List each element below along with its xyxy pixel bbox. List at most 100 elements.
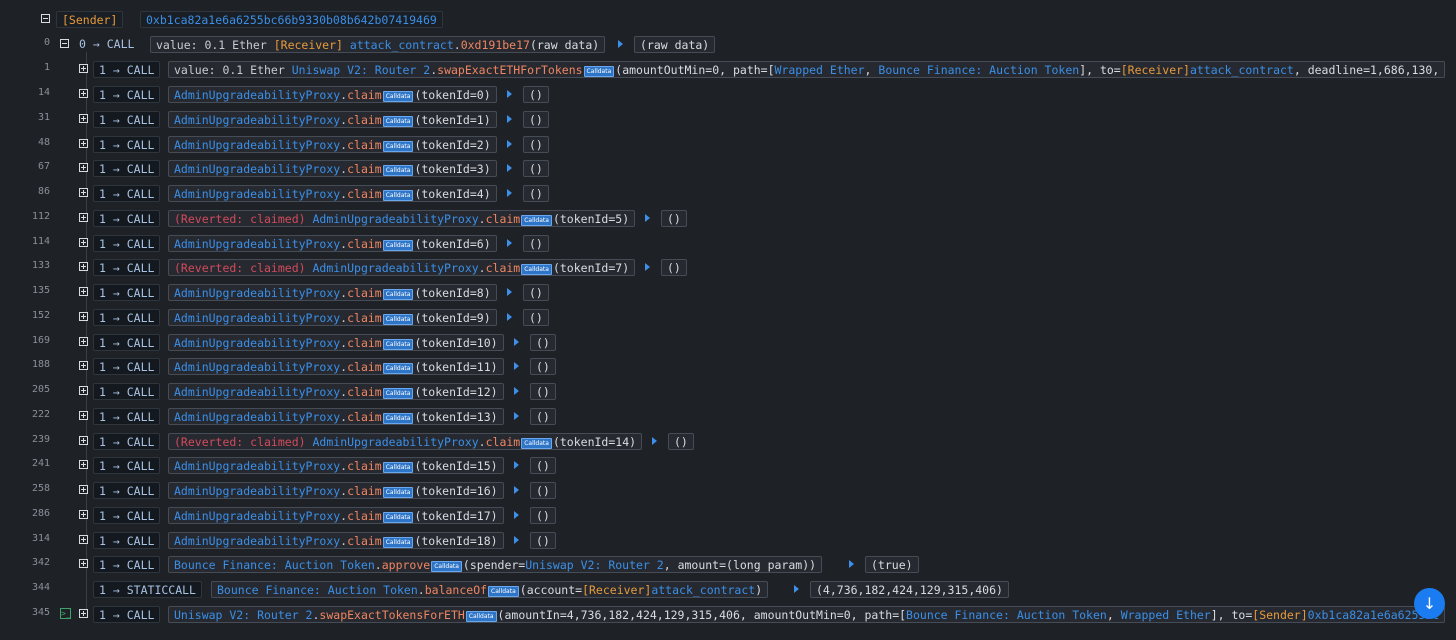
calldata-badge[interactable]: Calldata [382,165,414,176]
play-triangle-icon[interactable] [645,214,650,222]
calldata-badge[interactable]: Calldata [382,91,414,102]
calldata-badge[interactable]: Calldata [382,388,414,399]
calldata-badge[interactable]: Calldata [521,215,552,226]
plus-square-icon[interactable] [79,337,88,346]
play-triangle-icon[interactable] [514,412,519,420]
plus-square-icon[interactable] [79,163,88,172]
calldata-badge[interactable]: Calldata [382,512,414,523]
plus-square-icon[interactable] [79,411,88,420]
plus-square-icon[interactable] [79,460,88,469]
plus-square-icon[interactable] [79,559,88,568]
play-triangle-icon[interactable] [507,239,512,247]
play-triangle-icon[interactable] [507,140,512,148]
calldata-badge[interactable]: Calldata [521,264,552,275]
play-triangle-icon[interactable] [618,40,623,48]
sender-address[interactable]: 0xb1ca82a1e6a6255bc66b9330b08b642b074194… [140,11,443,28]
calldata-badge[interactable]: Calldata [382,413,414,424]
calldata-badge[interactable]: Calldata [488,586,519,597]
plus-square-icon[interactable] [79,213,88,222]
play-triangle-icon[interactable] [514,461,519,469]
call-detail[interactable]: value: 0.1 Ether Uniswap V2: Router 2.sw… [168,61,1446,78]
calldata-badge[interactable]: Calldata [382,289,414,300]
call-detail[interactable]: (Reverted: claimed) AdminUpgradeabilityP… [168,210,636,227]
plus-square-icon[interactable] [79,485,88,494]
call-detail[interactable]: (Reverted: claimed) AdminUpgradeabilityP… [168,433,643,450]
plus-square-icon[interactable] [79,609,88,618]
plus-square-icon[interactable] [79,386,88,395]
terminal-icon[interactable]: >_ [60,608,71,619]
play-triangle-icon[interactable] [645,263,650,271]
plus-square-icon[interactable] [79,510,88,519]
calldata-badge[interactable]: Calldata [382,240,414,251]
play-triangle-icon[interactable] [514,387,519,395]
plus-square-icon[interactable] [79,287,88,296]
calldata-badge[interactable]: Calldata [382,141,414,152]
plus-square-icon[interactable] [79,139,88,148]
calldata-badge[interactable]: Calldata [382,116,414,127]
play-triangle-icon[interactable] [514,338,519,346]
minus-square-icon[interactable] [60,39,69,48]
plus-square-icon[interactable] [79,312,88,321]
calldata-badge[interactable]: Calldata [382,314,414,325]
play-triangle-icon[interactable] [514,362,519,370]
call-type: 1 → CALL [93,284,161,301]
calldata-badge[interactable]: Calldata [382,487,414,498]
line-number: 258 [31,483,50,494]
plus-square-icon[interactable] [79,436,88,445]
play-triangle-icon[interactable] [514,511,519,519]
play-triangle-icon[interactable] [514,486,519,494]
play-triangle-icon[interactable] [507,115,512,123]
calldata-badge[interactable]: Calldata [583,66,615,77]
plus-square-icon[interactable] [79,188,88,197]
calldata-badge[interactable]: Calldata [382,363,414,374]
play-triangle-icon[interactable] [507,189,512,197]
calldata-badge[interactable]: Calldata [382,339,414,350]
calldata-badge[interactable]: Calldata [521,438,552,449]
plus-square-icon[interactable] [79,535,88,544]
plus-square-icon[interactable] [79,262,88,271]
play-triangle-icon[interactable] [514,536,519,544]
calldata-badge[interactable]: Calldata [382,190,414,201]
play-triangle-icon[interactable] [507,313,512,321]
minus-square-icon[interactable] [41,14,50,23]
play-triangle-icon[interactable] [507,288,512,296]
plus-square-icon[interactable] [79,361,88,370]
call-detail[interactable]: (Reverted: claimed) AdminUpgradeabilityP… [168,259,636,276]
call-output: () [530,358,556,375]
plus-square-icon[interactable] [79,64,88,73]
calldata-badge[interactable]: Calldata [382,537,414,548]
arrow-down-icon[interactable]: ↓ [1414,588,1445,619]
play-triangle-icon[interactable] [507,90,512,98]
plus-square-icon[interactable] [79,114,88,123]
play-triangle-icon[interactable] [507,164,512,172]
play-triangle-icon[interactable] [849,560,854,568]
plus-square-icon[interactable] [79,238,88,247]
call-detail[interactable]: Uniswap V2: Router 2.swapExactTokensForE… [168,606,1446,623]
calldata-badge[interactable]: Calldata [431,561,462,572]
play-triangle-icon[interactable] [794,585,799,593]
plus-square-icon[interactable] [79,89,88,98]
calldata-badge[interactable]: Calldata [382,462,414,473]
calldata-badge[interactable]: Calldata [465,611,497,622]
play-triangle-icon[interactable] [652,437,657,445]
line-number: 314 [31,533,50,544]
call-detail[interactable]: value: 0.1 Ether [Receiver] attack_contr… [150,36,606,53]
